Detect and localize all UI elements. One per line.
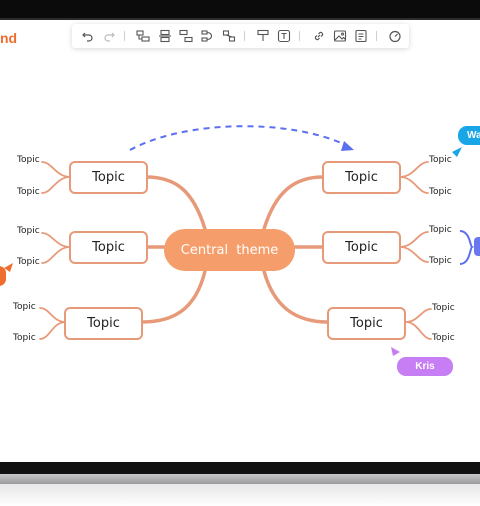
subtopic[interactable]: Topic bbox=[432, 333, 455, 343]
device-shadow bbox=[0, 484, 480, 506]
subtopic[interactable]: Topic bbox=[429, 155, 452, 165]
subtopic[interactable]: Topic bbox=[429, 256, 452, 266]
subtopic[interactable]: Topic bbox=[429, 225, 452, 235]
summary-topic[interactable] bbox=[474, 237, 480, 256]
subtopic[interactable]: Topic bbox=[17, 257, 40, 267]
timer-icon[interactable] bbox=[388, 29, 402, 43]
redo-icon[interactable] bbox=[102, 29, 116, 43]
collaborator-badge-kris: Kris bbox=[397, 357, 453, 376]
subtopic[interactable]: Topic bbox=[17, 226, 40, 236]
subtopic-line bbox=[399, 231, 429, 263]
topic-left-2[interactable]: Topic bbox=[69, 231, 148, 264]
topic-right-3[interactable]: Topic bbox=[327, 307, 406, 340]
sibling-topic-icon[interactable] bbox=[158, 29, 172, 43]
subtopic-line bbox=[39, 307, 67, 340]
toolbar-separator bbox=[299, 31, 300, 41]
subtopic[interactable]: Topic bbox=[13, 333, 36, 343]
boundary-icon[interactable] bbox=[222, 29, 236, 43]
subtopic[interactable]: Topic bbox=[429, 187, 452, 197]
undo-icon[interactable] bbox=[81, 29, 95, 43]
device-base bbox=[0, 474, 480, 484]
topic-right-2[interactable]: Topic bbox=[322, 231, 401, 264]
subtopic[interactable]: Topic bbox=[17, 155, 40, 165]
relationship-line[interactable] bbox=[129, 125, 349, 151]
link-icon[interactable] bbox=[312, 29, 326, 43]
orange-cursor-icon bbox=[4, 263, 13, 272]
subtopic[interactable]: Topic bbox=[17, 187, 40, 197]
subtopic-line bbox=[399, 161, 429, 194]
branch-line bbox=[262, 269, 330, 324]
format-painter-icon[interactable] bbox=[256, 29, 270, 43]
branch-line bbox=[140, 269, 207, 324]
device-bezel-edge bbox=[0, 18, 480, 20]
topic-left-3[interactable]: Topic bbox=[64, 307, 143, 340]
subtopic[interactable]: Topic bbox=[432, 303, 455, 313]
subtopic[interactable]: Topic bbox=[13, 302, 36, 312]
subtopic-line bbox=[41, 232, 71, 264]
kris-cursor-icon bbox=[391, 347, 400, 356]
central-theme[interactable]: Central theme bbox=[164, 229, 295, 271]
collaborator-badge-orange bbox=[0, 266, 6, 286]
floating-topic-icon[interactable] bbox=[179, 29, 193, 43]
image-icon[interactable] bbox=[333, 29, 347, 43]
device-bezel-bottom bbox=[0, 462, 480, 474]
note-icon[interactable] bbox=[354, 29, 368, 43]
relationship-arrowhead bbox=[341, 141, 354, 151]
subtopic-icon[interactable] bbox=[136, 29, 150, 43]
topic-right-1[interactable]: Topic bbox=[322, 161, 401, 194]
branch-line bbox=[262, 175, 325, 231]
device-bezel-top bbox=[0, 0, 480, 18]
relationship-icon[interactable] bbox=[201, 29, 215, 43]
toolbar-separator bbox=[376, 31, 377, 41]
toolbar-separator bbox=[124, 31, 125, 41]
collaborator-badge-wa: Wa bbox=[458, 126, 480, 145]
branch-line bbox=[144, 175, 207, 231]
toolbar-separator bbox=[244, 31, 245, 41]
app-title: nd bbox=[0, 30, 18, 46]
subtopic-line bbox=[405, 308, 432, 340]
summary-brace[interactable] bbox=[459, 230, 475, 265]
text-icon[interactable] bbox=[277, 29, 291, 43]
toolbar bbox=[72, 24, 409, 48]
topic-left-1[interactable]: Topic bbox=[69, 161, 148, 194]
wa-cursor-icon bbox=[452, 147, 462, 157]
subtopic-line bbox=[41, 161, 71, 194]
